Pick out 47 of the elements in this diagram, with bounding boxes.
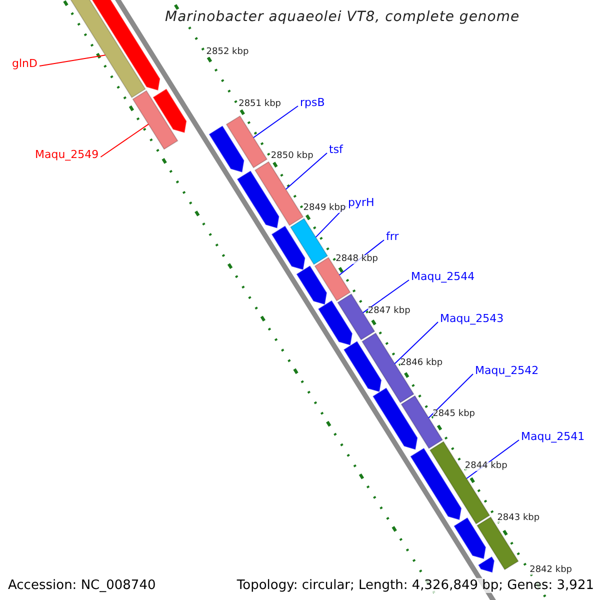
gene-label: Maqu_2542 bbox=[475, 365, 539, 376]
gene-label: frr bbox=[386, 231, 399, 242]
gene-label: Maqu_2549 bbox=[35, 149, 99, 160]
gene-block bbox=[152, 88, 188, 134]
leader-line bbox=[39, 54, 106, 66]
gene-block bbox=[372, 387, 418, 450]
scale-label: 2842 kbp bbox=[530, 566, 572, 575]
leader-line bbox=[100, 124, 149, 158]
leader-line bbox=[253, 106, 298, 138]
gene-block bbox=[453, 516, 486, 560]
gene-bar bbox=[429, 440, 490, 525]
leader-line bbox=[428, 374, 474, 418]
gene-block bbox=[410, 447, 462, 521]
gene-bar bbox=[132, 90, 178, 150]
gene-label: glnD bbox=[12, 58, 38, 69]
gene-block bbox=[478, 556, 495, 574]
leader-line bbox=[394, 322, 438, 364]
gene-label: rpsB bbox=[300, 97, 325, 108]
scale-label: 2852 kbp bbox=[206, 48, 249, 58]
scale-label: 2850 kbp bbox=[270, 152, 314, 161]
scale-label: 2844 kbp bbox=[464, 462, 508, 472]
leader-line bbox=[362, 280, 410, 314]
map-title: Marinobacter aquaeolei VT8, complete genome bbox=[165, 10, 520, 24]
gene-label: tsf bbox=[329, 144, 343, 155]
gene-block bbox=[296, 264, 328, 306]
gene-label: Maqu_2541 bbox=[521, 431, 585, 442]
gene-label: pyrH bbox=[348, 197, 374, 208]
gene-label: Maqu_2544 bbox=[411, 271, 475, 282]
scale-label: 2849 kbp bbox=[303, 204, 346, 212]
gene-block bbox=[317, 300, 353, 346]
gene-bar bbox=[226, 115, 268, 168]
leader-line bbox=[285, 152, 328, 190]
gene-block bbox=[342, 340, 382, 393]
gene-label: Maqu_2543 bbox=[440, 313, 504, 324]
gene-block bbox=[270, 225, 306, 271]
gene-block bbox=[208, 125, 245, 174]
scale-label: 2845 kbp bbox=[432, 410, 475, 420]
genome-info-text: Topology: circular; Length: 4,326,849 bp; Genes: 3,921 bbox=[234, 578, 596, 593]
scale-label: 2847 kbp bbox=[368, 307, 410, 316]
scale-label: 2851 kbp bbox=[238, 100, 281, 110]
scale-label: 2846 kbp bbox=[400, 358, 443, 368]
gene-block bbox=[236, 170, 280, 229]
accession-text: Accession: NC_008740 bbox=[6, 578, 158, 593]
gene-bar bbox=[254, 161, 304, 226]
scale-label: 2843 kbp bbox=[497, 514, 540, 523]
gene-bar bbox=[290, 218, 328, 266]
scale-label: 2848 kbp bbox=[336, 255, 378, 264]
